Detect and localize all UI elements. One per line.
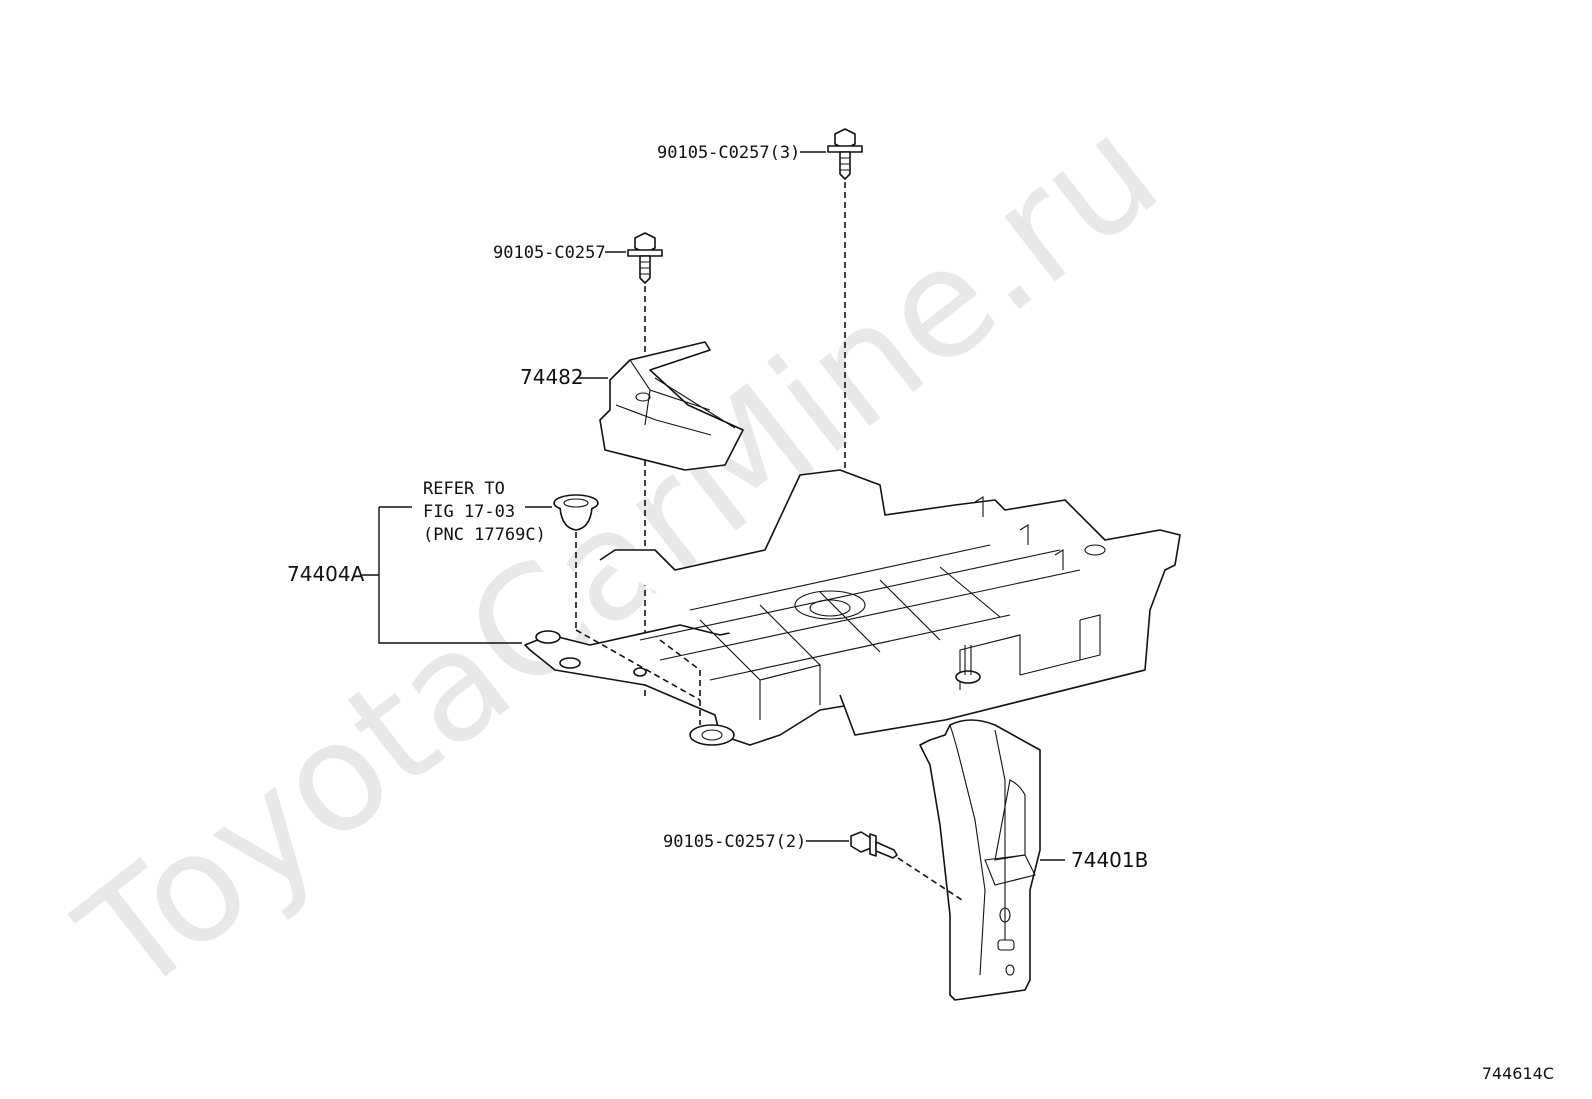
bracket-label: 74482	[520, 365, 584, 389]
bolt-lower-label: 90105-C0257(2)	[663, 832, 806, 852]
bolt-mid-icon	[627, 232, 663, 284]
bolt-mid-label: 90105-C0257	[493, 243, 606, 263]
stay-label: 74401B	[1071, 848, 1148, 872]
bracket-74482	[599, 341, 744, 471]
bolt-top-icon	[827, 128, 863, 180]
refer-note-line1: REFER TO	[423, 479, 505, 499]
tray-label: 74404A	[287, 562, 365, 586]
stay-74401B	[919, 719, 1041, 1001]
refer-note-line3: (PNC 17769C)	[423, 525, 546, 545]
battery-tray-74404A	[524, 469, 1181, 746]
bolt-lower-icon	[850, 831, 898, 859]
tray-leader	[378, 507, 522, 644]
figure-code: 744614C	[1481, 1064, 1554, 1083]
bolt-top-label: 90105-C0257(3)	[657, 143, 800, 163]
grommet-icon	[553, 494, 599, 531]
refer-note-line2: FIG 17-03	[423, 502, 515, 522]
